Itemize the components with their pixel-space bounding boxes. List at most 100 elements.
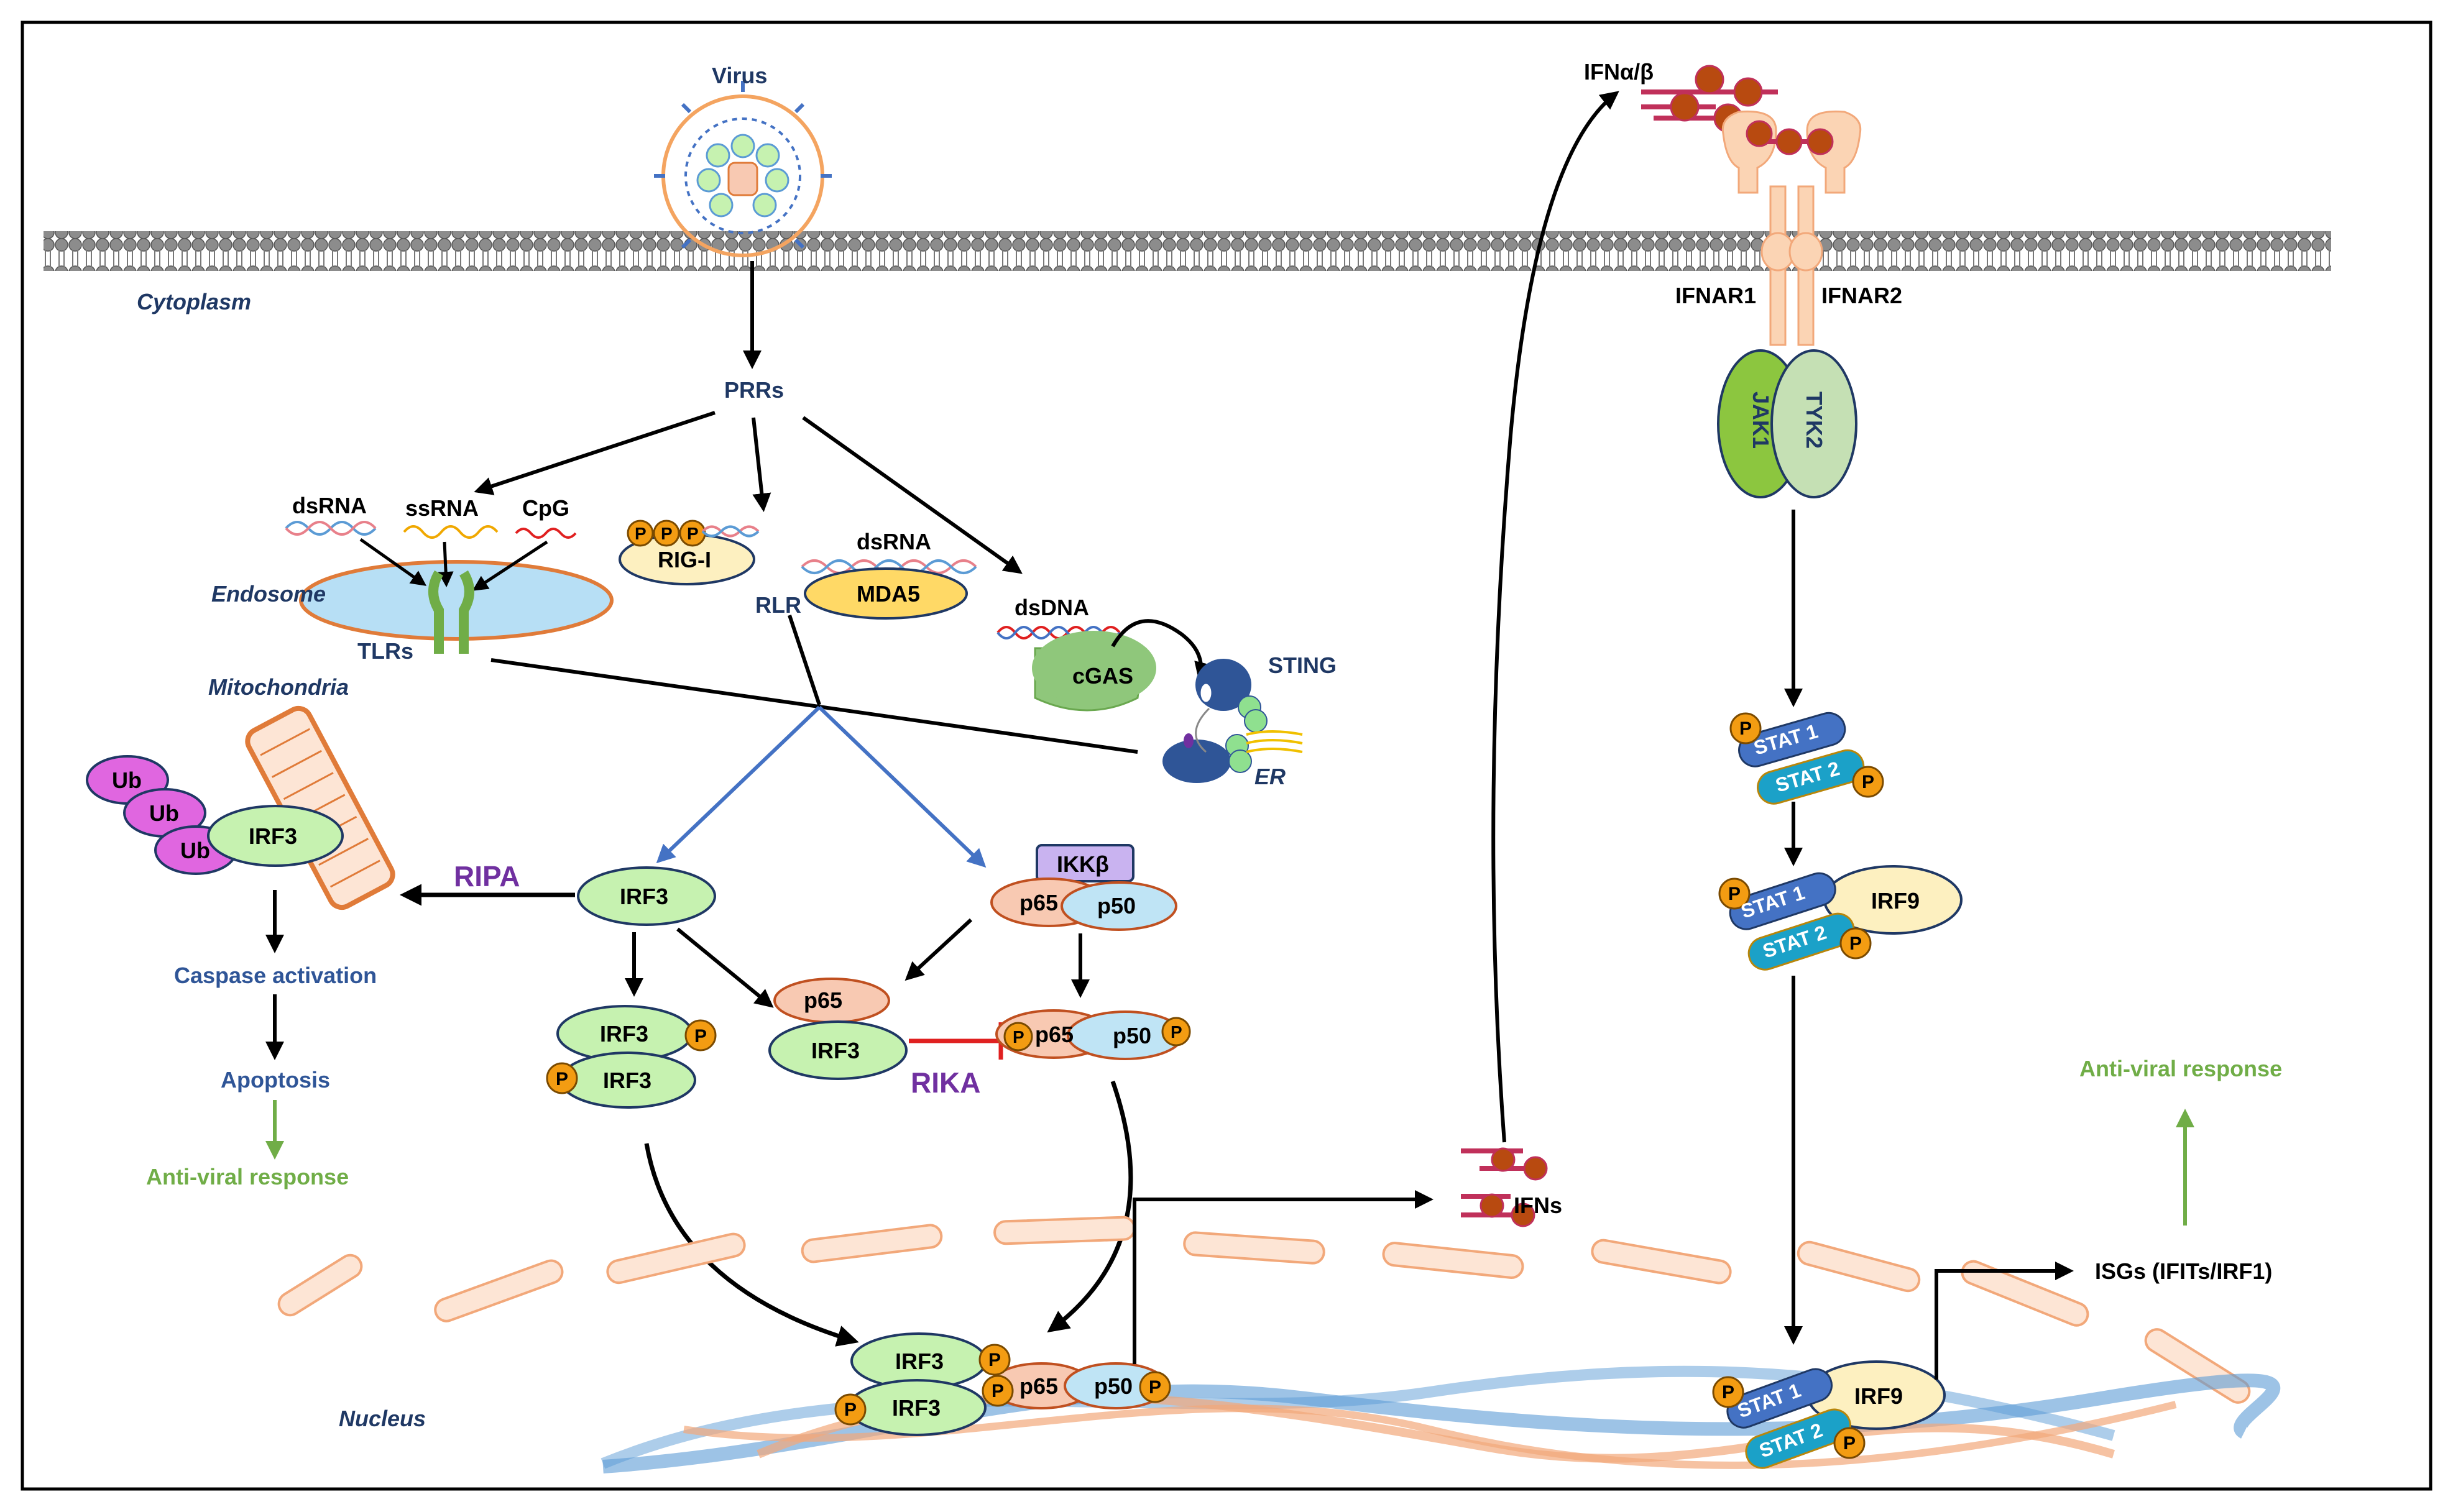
p50-phos-label: p50: [1113, 1023, 1151, 1048]
ifns-label: IFNs: [1514, 1193, 1562, 1218]
tlrs-label: TLRs: [357, 638, 413, 664]
svg-text:P: P: [1849, 933, 1862, 954]
svg-text:P: P: [1739, 718, 1752, 739]
svg-text:P: P: [1862, 772, 1874, 792]
svg-text:IRF9: IRF9: [1854, 1383, 1903, 1409]
ifnar1-label: IFNAR1: [1675, 283, 1756, 308]
svg-text:P: P: [988, 1350, 1001, 1370]
endosome: [299, 560, 614, 641]
rig-i-complex: P P P: [619, 520, 760, 585]
svg-text:P: P: [1149, 1377, 1161, 1398]
ds-rna-endo-label: dsRNA: [292, 493, 367, 518]
arrow-prrs-tlr: [474, 411, 716, 495]
p65-nuc-label: p65: [1019, 1373, 1058, 1399]
prrs-label: PRRs: [724, 377, 784, 403]
rig-i-label: RIG-I: [658, 547, 711, 572]
p65-phos-label: p65: [1035, 1022, 1074, 1047]
irf3-nuc-top-label: IRF3: [895, 1349, 944, 1374]
cgas-label: cGAS: [1072, 663, 1133, 689]
arrow-rlr-irf3: [656, 705, 821, 864]
antiviral-left-label: Anti-viral response: [146, 1164, 349, 1189]
arrow-cgas-sting: [1111, 619, 1213, 681]
sting-complex: [1162, 659, 1303, 783]
ifnar2-label: IFNAR2: [1821, 283, 1902, 308]
irf3-nuc-bottom-label: IRF3: [892, 1395, 941, 1421]
arrow-rlr-ikk: [817, 705, 987, 868]
mda5-shape: [804, 567, 968, 620]
irf3-ub-label: IRF3: [249, 823, 297, 849]
svg-text:P: P: [844, 1400, 857, 1420]
nuclear-envelope: [277, 1216, 2251, 1404]
irf3-rika: [768, 1020, 908, 1080]
ds-dna-label: dsDNA: [1015, 595, 1089, 620]
cytoplasm-label: Cytoplasm: [137, 289, 251, 314]
mitochondria-label: Mitochondria: [208, 674, 349, 700]
virus-icon: [654, 81, 832, 257]
apoptosis-label: Apoptosis: [221, 1067, 330, 1093]
caspase-label: Caspase activation: [174, 963, 377, 988]
svg-text:IRF3: IRF3: [811, 1038, 860, 1063]
ikkb-label: IKKβ: [1057, 851, 1109, 877]
svg-text:IRF3: IRF3: [603, 1068, 651, 1093]
ikkb-box: [1036, 844, 1134, 882]
ub-irf3-cluster: [86, 755, 344, 875]
svg-text:P: P: [1013, 1027, 1024, 1047]
arrow-prrs-rlr: [752, 417, 771, 512]
svg-text:P: P: [1843, 1433, 1856, 1454]
ub-label-2: Ub: [149, 800, 179, 826]
nucleus-label: Nucleus: [339, 1406, 426, 1431]
svg-text:P: P: [1171, 1022, 1182, 1042]
ifnar-receptor: [1721, 110, 1862, 346]
svg-text:p65: p65: [804, 987, 842, 1013]
svg-text:IRF3: IRF3: [600, 1021, 648, 1047]
jak1-label: JAK1: [1748, 392, 1774, 449]
rika-label: RIKA: [911, 1066, 980, 1099]
ifn-ab-label: IFNα/β: [1584, 59, 1654, 85]
ss-rna-wave: [403, 525, 499, 539]
ifn-ab-icon: [1641, 65, 1778, 133]
rlr-label: RLR: [755, 592, 801, 618]
antiviral-right-label: Anti-viral response: [2079, 1056, 2282, 1081]
svg-text:P: P: [694, 1026, 707, 1047]
plasma-membrane: [44, 231, 2331, 271]
p65-ikk-label: p65: [1019, 890, 1058, 915]
line-tlr-sting: [490, 658, 1138, 754]
isgf3-complex-1: P P STAT 1 STAT 2 IRF9: [1718, 865, 1963, 971]
ifns-icon: [1461, 1147, 1548, 1227]
svg-text:IRF9: IRF9: [1871, 888, 1920, 914]
arrow-ifns-receptor: [1491, 91, 1619, 1143]
tlr-receptor-icon: [428, 570, 474, 654]
isgs-label: ISGs (IFITs/IRF1): [2095, 1258, 2272, 1284]
frame-border: [21, 21, 2432, 1491]
tyk2-label: TYK2: [1802, 392, 1827, 449]
arrow-nfkb-nucleus: [1047, 1080, 1133, 1333]
mda5-label: MDA5: [857, 581, 920, 607]
ub-label-1: Ub: [112, 767, 142, 793]
arrow-prrs-cgas: [802, 416, 1023, 574]
ub-label-3: Ub: [180, 838, 210, 863]
svg-text:P: P: [992, 1381, 1004, 1401]
cpg-label: CpG: [522, 495, 569, 521]
svg-text:P: P: [687, 524, 699, 543]
p50-nuc-label: p50: [1094, 1373, 1133, 1399]
svg-text:P: P: [1722, 1382, 1734, 1403]
arrow-isgs: [1935, 1262, 2074, 1380]
cpg-wave: [515, 528, 577, 539]
er-label: ER: [1254, 764, 1286, 789]
tyk2-shape: [1770, 349, 1857, 498]
arrow-nucleus-ifns: [1133, 1190, 1434, 1364]
ds-rna-mda-label: dsRNA: [857, 529, 931, 554]
svg-text:P: P: [556, 1069, 568, 1089]
sting-label: STING: [1268, 653, 1337, 678]
svg-text:P: P: [1728, 884, 1741, 904]
ripa-label: RIPA: [454, 860, 520, 892]
ss-rna-label: ssRNA: [405, 495, 479, 521]
arrow-irf3-nucleus: [644, 1143, 859, 1347]
p50-ikk-label: p50: [1097, 893, 1136, 919]
irf3-central: [577, 866, 716, 926]
svg-text:P: P: [661, 524, 673, 543]
virus-label: Virus: [712, 63, 767, 88]
irf3-central-label: IRF3: [620, 884, 668, 909]
svg-text:P: P: [635, 524, 647, 543]
